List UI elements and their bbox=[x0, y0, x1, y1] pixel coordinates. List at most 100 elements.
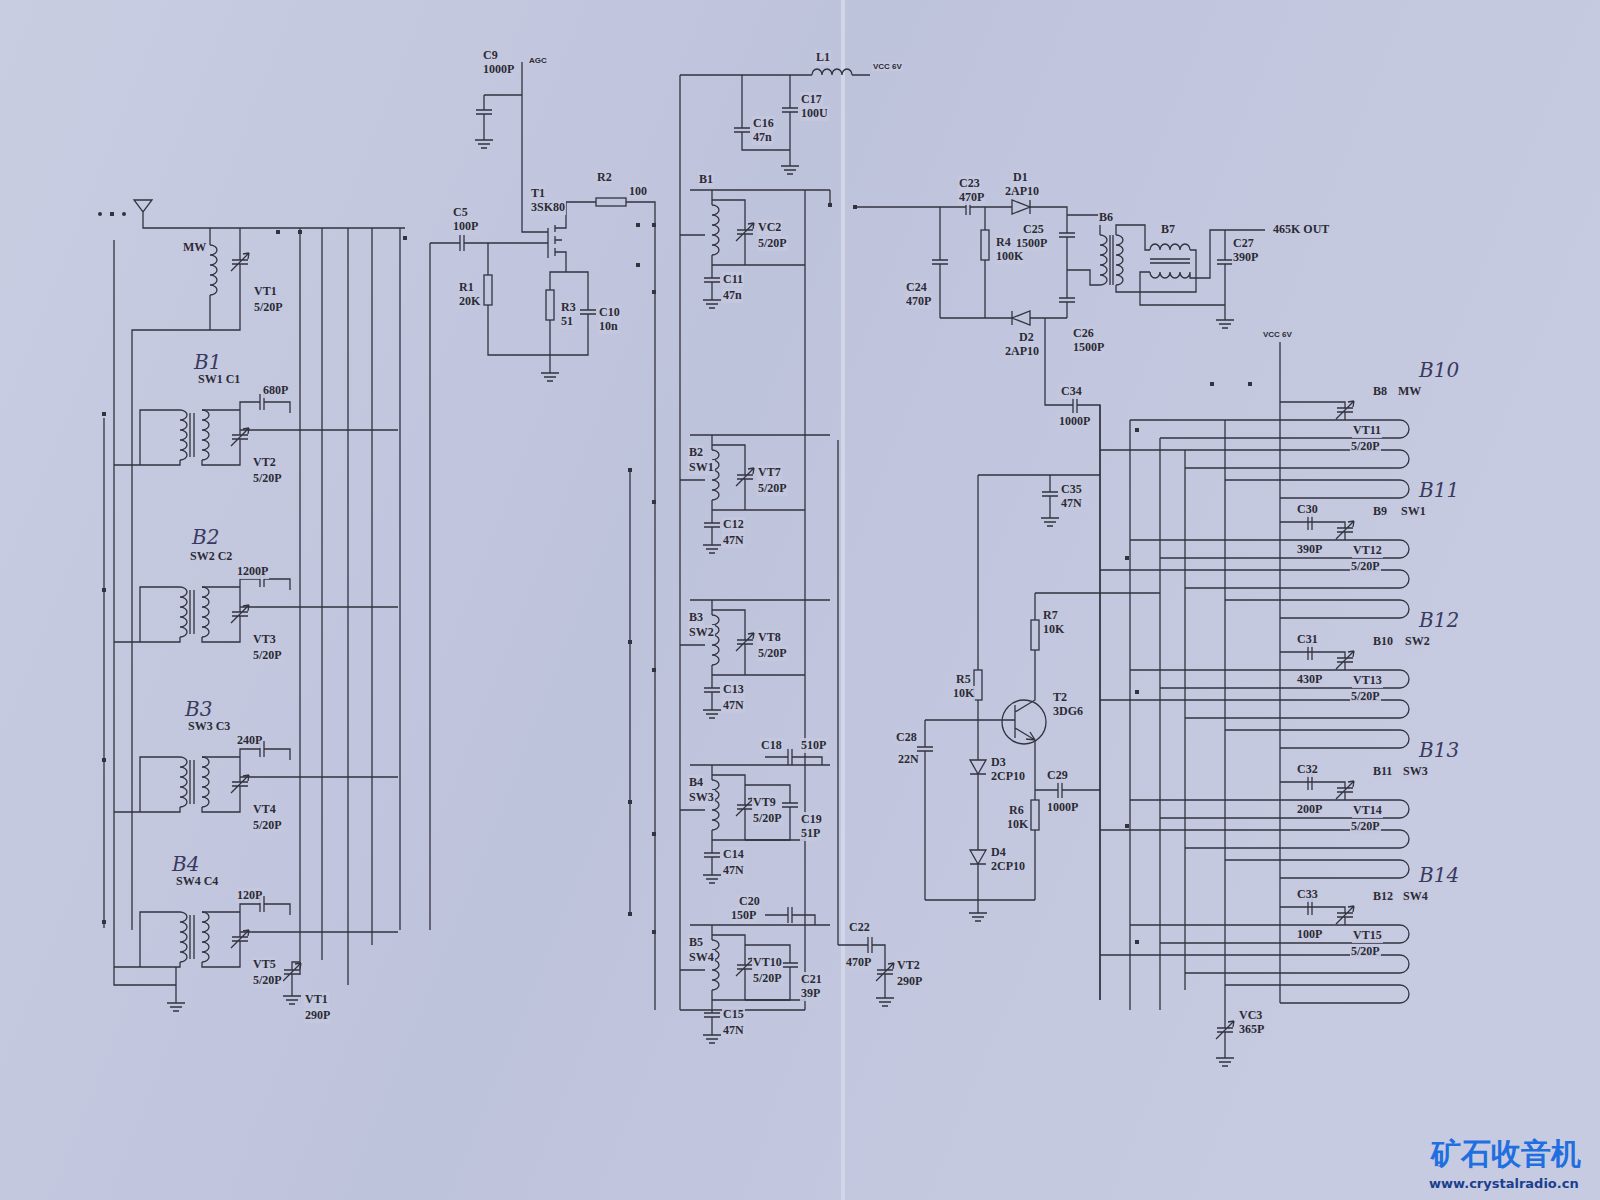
handwritten-label: B14 bbox=[1418, 863, 1460, 887]
component-label: VT11 bbox=[1352, 423, 1382, 438]
component-label: C12 bbox=[722, 517, 745, 532]
component-label: 5/20P bbox=[757, 236, 788, 251]
component-label: B6 bbox=[1098, 210, 1114, 225]
component-label: VC2 bbox=[757, 220, 782, 235]
component-label: 1000P bbox=[1046, 800, 1079, 815]
component-label: 3DG6 bbox=[1052, 704, 1084, 719]
component-label: 5/20P bbox=[752, 811, 783, 826]
component-label: 5/20P bbox=[1350, 819, 1381, 834]
component-label: SW2 bbox=[688, 625, 715, 640]
handwritten-label: B1 bbox=[193, 350, 222, 374]
component-label: 200P bbox=[1296, 802, 1323, 817]
component-label: R2 bbox=[596, 170, 613, 185]
component-label: 5/20P bbox=[757, 646, 788, 661]
component-label: B4 bbox=[688, 775, 704, 790]
component-label: C20 bbox=[738, 894, 761, 909]
net-label: VCC 6V bbox=[872, 62, 903, 71]
component-label: 5/20P bbox=[252, 471, 283, 486]
component-label: C24 bbox=[905, 280, 928, 295]
component-label: 290P bbox=[896, 974, 923, 989]
component-label: VT5 bbox=[252, 957, 277, 972]
component-label: 47N bbox=[722, 1023, 745, 1038]
component-label: SW3 bbox=[1402, 764, 1429, 779]
component-label: R4 bbox=[995, 235, 1012, 250]
component-label: 5/20P bbox=[1350, 559, 1381, 574]
component-label: C21 bbox=[800, 972, 823, 987]
handwritten-label: B11 bbox=[1418, 478, 1460, 502]
component-label: B2 bbox=[688, 445, 704, 460]
component-label: 3SK80 bbox=[530, 200, 566, 215]
component-label: 100P bbox=[1296, 927, 1323, 942]
component-label: C16 bbox=[752, 116, 775, 131]
component-label: B11 bbox=[1372, 764, 1393, 779]
handwritten-label: B3 bbox=[184, 697, 213, 721]
component-label: SW4 C4 bbox=[175, 874, 219, 889]
component-label: 5/20P bbox=[252, 818, 283, 833]
component-label: 22N bbox=[897, 752, 920, 767]
component-label: 47N bbox=[722, 863, 745, 878]
component-label: R3 bbox=[560, 300, 577, 315]
component-label: 240P bbox=[236, 733, 263, 748]
component-label: VT12 bbox=[1352, 543, 1383, 558]
component-label: C35 bbox=[1060, 482, 1083, 497]
component-label: B12 bbox=[1372, 889, 1394, 904]
component-label: 5/20P bbox=[757, 481, 788, 496]
component-label: C31 bbox=[1296, 632, 1319, 647]
component-label: VC3 bbox=[1238, 1008, 1263, 1023]
component-label: VT8 bbox=[757, 630, 782, 645]
component-label: 5/20P bbox=[1350, 439, 1381, 454]
component-label: B7 bbox=[1160, 222, 1176, 237]
component-label: B10 bbox=[1372, 634, 1394, 649]
component-label: VT3 bbox=[252, 632, 277, 647]
component-label: C17 bbox=[800, 92, 823, 107]
component-label: B8 bbox=[1372, 384, 1388, 399]
component-label: R7 bbox=[1042, 608, 1059, 623]
component-label: VT15 bbox=[1352, 928, 1383, 943]
component-label: 1000P bbox=[1058, 414, 1091, 429]
component-label: D1 bbox=[1012, 170, 1029, 185]
component-label: 2AP10 bbox=[1004, 344, 1040, 359]
component-label: 430P bbox=[1296, 672, 1323, 687]
handwritten-label: B4 bbox=[171, 852, 200, 876]
component-label: 10n bbox=[598, 319, 619, 334]
component-label: 2AP10 bbox=[1004, 184, 1040, 199]
net-label: AGC bbox=[528, 56, 548, 65]
component-label: D3 bbox=[990, 755, 1007, 770]
component-label: 47n bbox=[722, 288, 743, 303]
component-label: C29 bbox=[1046, 768, 1069, 783]
component-label: C14 bbox=[722, 847, 745, 862]
watermark-url: www.crystalradio.cn bbox=[1428, 1176, 1580, 1191]
component-label: 51P bbox=[800, 826, 821, 841]
component-label: C27 bbox=[1232, 236, 1255, 251]
component-label: 390P bbox=[1232, 250, 1259, 265]
component-label: 5/20P bbox=[752, 971, 783, 986]
component-label: D4 bbox=[990, 845, 1007, 860]
component-label: 390P bbox=[1296, 542, 1323, 557]
component-label: L1 bbox=[815, 50, 831, 65]
component-label: C22 bbox=[848, 920, 871, 935]
component-label: VT2 bbox=[252, 455, 277, 470]
component-label: 2CP10 bbox=[990, 859, 1026, 874]
component-label: C5 bbox=[452, 205, 469, 220]
component-label: SW1 bbox=[1400, 504, 1427, 519]
component-label: 1500P bbox=[1072, 340, 1105, 355]
component-label: 470P bbox=[845, 955, 872, 970]
component-label: 51 bbox=[560, 314, 574, 329]
component-label: 10K bbox=[952, 686, 975, 701]
component-label: 5/20P bbox=[252, 648, 283, 663]
component-label: C34 bbox=[1060, 384, 1083, 399]
component-label: C19 bbox=[800, 812, 823, 827]
component-label: VT9 bbox=[752, 795, 777, 810]
component-label: VT13 bbox=[1352, 673, 1383, 688]
component-label: 47n bbox=[752, 130, 773, 145]
component-label: 100P bbox=[452, 219, 479, 234]
component-label: C11 bbox=[722, 272, 744, 287]
component-label: C23 bbox=[958, 176, 981, 191]
component-label: B5 bbox=[688, 935, 704, 950]
component-label: R1 bbox=[458, 280, 475, 295]
component-label: D2 bbox=[1018, 330, 1035, 345]
component-label: 39P bbox=[800, 986, 821, 1001]
component-label: C10 bbox=[598, 305, 621, 320]
component-label: SW1 bbox=[688, 460, 715, 475]
